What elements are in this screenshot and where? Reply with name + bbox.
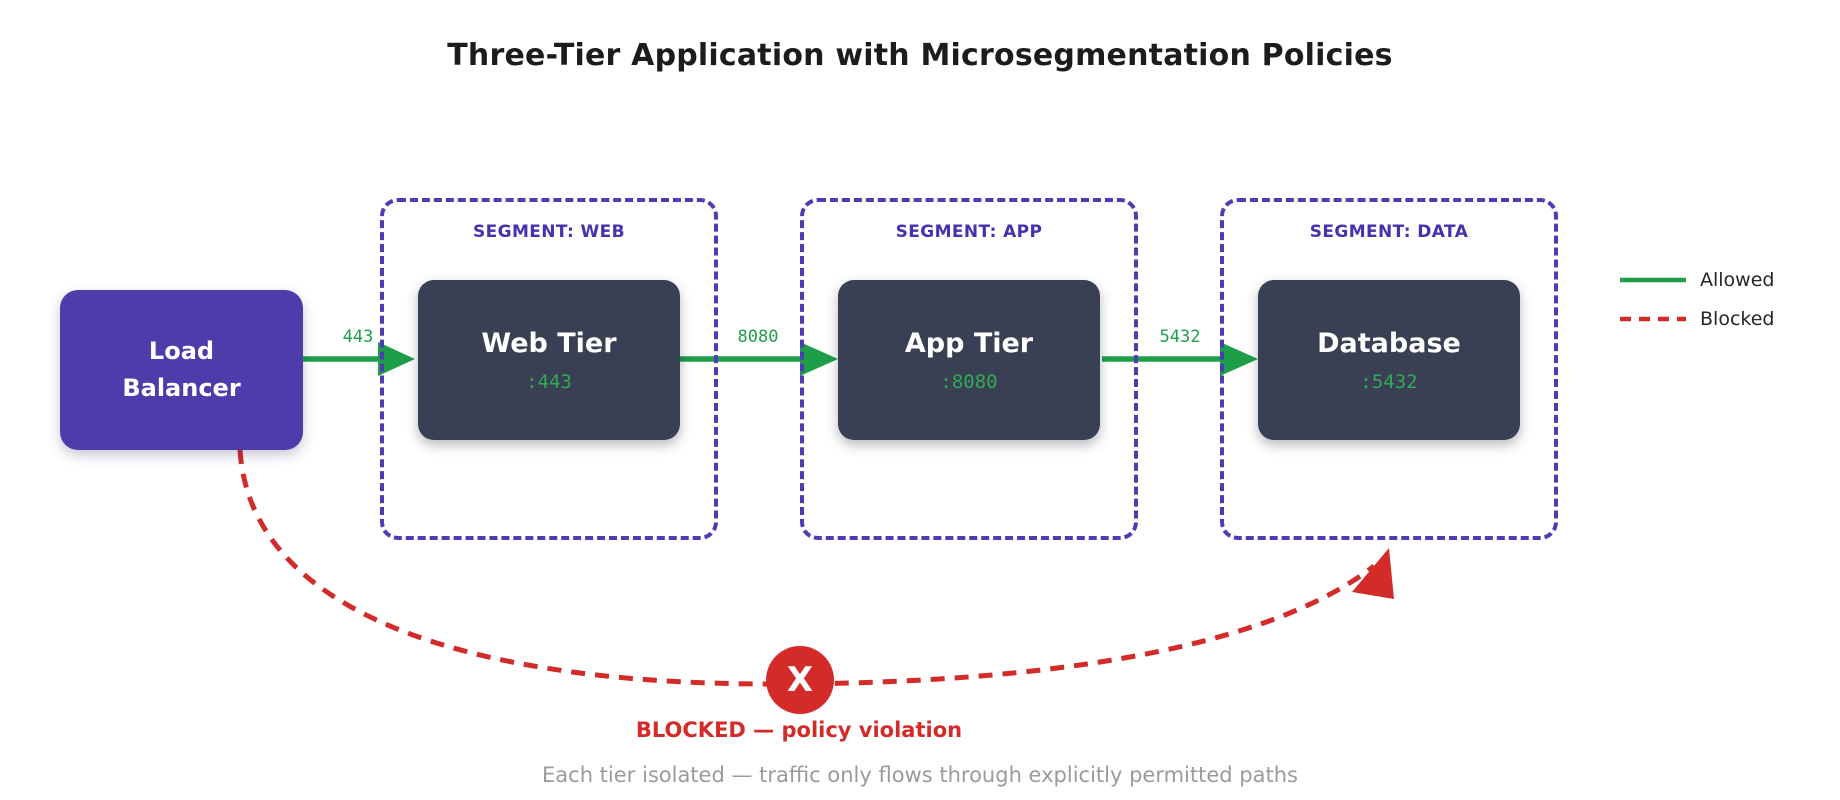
segment-data: SEGMENT: DATA Database :5432 [1220, 198, 1558, 540]
web-tier-node: Web Tier :443 [418, 280, 680, 440]
web-tier-title: Web Tier [481, 327, 617, 359]
legend-blocked-label: Blocked [1700, 308, 1775, 330]
segment-web-label: SEGMENT: WEB [472, 222, 626, 242]
legend-allowed-label: Allowed [1700, 269, 1775, 291]
app-tier-node: App Tier :8080 [838, 280, 1100, 440]
footer-caption: Each tier isolated — traffic only flows … [542, 763, 1298, 787]
blocked-policy-label: BLOCKED — policy violation [635, 718, 963, 742]
flow-port-label-5432: 5432 [1159, 327, 1201, 347]
load-balancer-label: Load Balancer [122, 336, 241, 402]
flow-port-label-8080: 8080 [737, 327, 779, 347]
database-node: Database :5432 [1258, 280, 1520, 440]
blocked-x-glyph: X [786, 660, 814, 700]
load-balancer-node: Load Balancer [60, 290, 303, 450]
database-port: :5432 [1360, 370, 1418, 393]
segment-app-label: SEGMENT: APP [895, 222, 1043, 242]
app-tier-port: :8080 [940, 370, 998, 393]
flow-port-label-443: 443 [342, 327, 374, 347]
database-title: Database [1317, 327, 1461, 359]
segment-web: SEGMENT: WEB Web Tier :443 [380, 198, 718, 540]
blocked-x-icon: X [766, 646, 834, 714]
diagram-title: Three-Tier Application with Microsegment… [447, 38, 1393, 73]
segment-data-label: SEGMENT: DATA [1309, 222, 1469, 242]
web-tier-port: :443 [526, 370, 572, 393]
app-tier-title: App Tier [904, 327, 1034, 359]
segment-app: SEGMENT: APP App Tier :8080 [800, 198, 1138, 540]
